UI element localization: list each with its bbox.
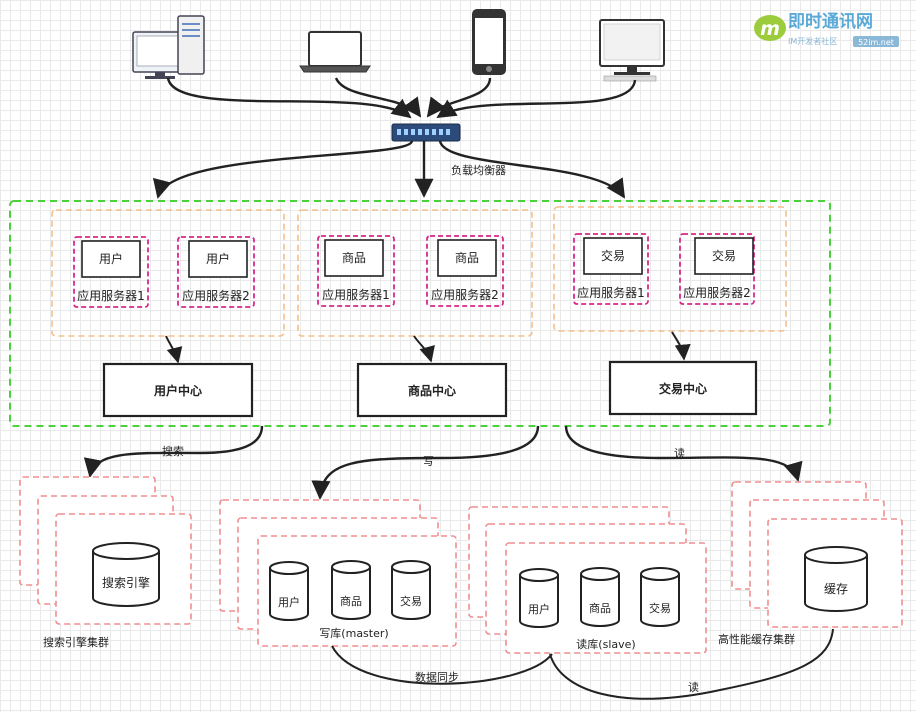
goods-server-cluster — [297, 209, 533, 337]
trade-center-label: 交易中心 — [659, 381, 707, 396]
server-inner-label: 商品 — [455, 250, 479, 265]
read-slave-cluster: 用户 商品 交易 读库(slave) — [468, 506, 707, 654]
write-edge-label: 写 — [423, 455, 434, 468]
watermark-title: 即时通讯网 — [788, 12, 873, 32]
write-db-trade-icon — [391, 560, 431, 620]
read-db-label: 交易 — [649, 601, 671, 615]
read-db-trade-icon — [640, 567, 680, 627]
read-db-label: 商品 — [589, 601, 611, 615]
server-label: 应用服务器1 — [322, 287, 390, 302]
trade-app-server-1: 交易 应用服务器1 — [573, 233, 649, 305]
search-edge-label: 搜索 — [162, 444, 184, 458]
read-db-user-icon — [519, 568, 559, 628]
write-db-label: 交易 — [400, 594, 422, 608]
user-service-group: 用户 应用服务器1 用户 应用服务器2 用户中心 — [51, 209, 285, 418]
watermark-domain: 52im.net — [858, 38, 894, 47]
search-cluster-label: 搜索引擎集群 — [43, 635, 109, 649]
load-balancer-icon — [391, 123, 461, 142]
goods-center-box — [356, 362, 508, 418]
storage-connectors — [83, 425, 803, 500]
user-center-label: 用户中心 — [153, 383, 202, 398]
watermark-subtitle: IM开发者社区 — [788, 36, 837, 46]
read-cluster-label: 读库(slave) — [576, 637, 635, 651]
write-master-cluster: 用户 商品 交易 写库(master) — [219, 499, 457, 647]
server-label: 应用服务器1 — [577, 285, 645, 300]
write-db-user-icon — [269, 561, 309, 621]
laptop-icon — [299, 31, 371, 73]
cache-cluster-label: 高性能缓存集群 — [718, 632, 795, 646]
server-label: 应用服务器2 — [182, 288, 250, 303]
client-connectors — [166, 77, 637, 119]
watermark-letter: m — [760, 18, 780, 40]
cache-db-label: 缓存 — [824, 582, 848, 596]
user-app-server-2: 用户 应用服务器2 — [177, 236, 255, 308]
balancer-connectors — [153, 140, 626, 199]
desktop-icon — [132, 15, 205, 79]
read-bottom-edge-label: 读 — [688, 680, 699, 694]
user-app-server-1: 用户 应用服务器1 — [73, 236, 149, 308]
search-engine-db-label: 搜索引擎 — [102, 575, 150, 590]
mobile-phone-icon — [472, 9, 506, 75]
server-inner-label: 用户 — [206, 251, 230, 266]
trade-app-server-2: 交易 应用服务器2 — [679, 233, 755, 305]
read-db-label: 用户 — [528, 602, 550, 616]
goods-service-group: 商品 应用服务器1 商品 应用服务器2 商品中心 — [297, 209, 533, 418]
trade-center-box — [608, 360, 758, 416]
server-inner-label: 用户 — [99, 251, 123, 266]
goods-center-label: 商品中心 — [408, 383, 456, 398]
sync-edge-label: 数据同步 — [415, 670, 459, 684]
load-balancer-label: 负载均衡器 — [451, 163, 506, 177]
write-db-label: 用户 — [278, 595, 300, 609]
monitor-icon — [599, 19, 665, 82]
server-inner-label: 交易 — [712, 248, 736, 263]
server-label: 应用服务器2 — [431, 287, 499, 302]
cache-cluster: 缓存 — [731, 481, 903, 628]
read-edge-label: 读 — [674, 446, 685, 460]
write-cluster-label: 写库(master) — [319, 627, 388, 640]
trade-service-group: 交易 应用服务器1 交易 应用服务器2 交易中心 — [553, 206, 787, 416]
user-center-box — [102, 362, 254, 418]
server-inner-label: 商品 — [342, 250, 366, 265]
trade-server-cluster — [553, 206, 787, 332]
server-label: 应用服务器1 — [77, 288, 145, 303]
server-inner-label: 交易 — [601, 248, 625, 263]
user-server-cluster — [51, 209, 285, 337]
goods-app-server-2: 商品 应用服务器2 — [426, 235, 504, 307]
cache-db-icon — [804, 546, 868, 612]
app-tier-container — [9, 200, 831, 427]
read-db-goods-icon — [580, 567, 620, 627]
search-engine-db-icon — [92, 542, 160, 607]
server-label: 应用服务器2 — [683, 285, 751, 300]
watermark-logo: m 即时通讯网 IM开发者社区 52im.net — [754, 12, 899, 47]
goods-app-server-1: 商品 应用服务器1 — [317, 235, 395, 307]
write-db-goods-icon — [331, 560, 371, 620]
search-engine-cluster: 搜索引擎 — [19, 476, 192, 625]
sync-connectors — [331, 628, 834, 700]
write-db-label: 商品 — [340, 594, 362, 608]
